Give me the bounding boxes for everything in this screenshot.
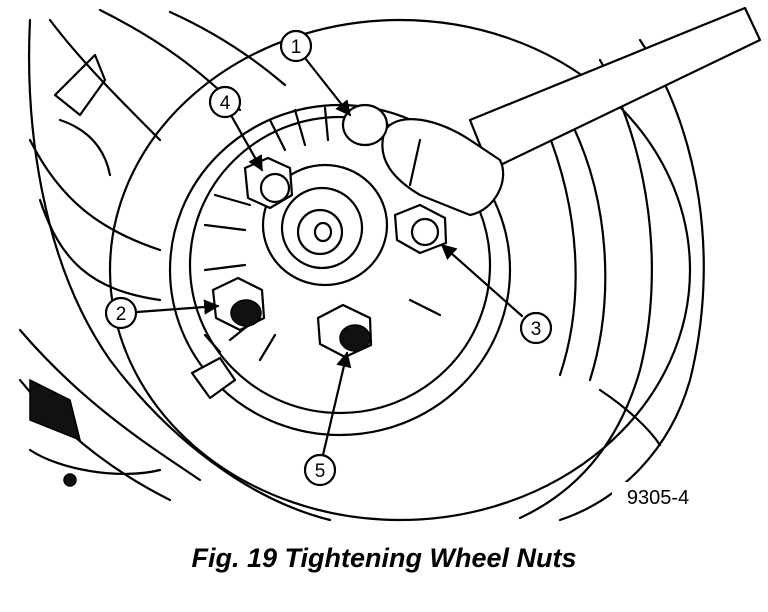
figure-code: 9305-4 <box>627 487 689 509</box>
wheel-icon <box>108 18 692 522</box>
lug-nut-2 <box>211 276 266 332</box>
callout-2: 2 <box>104 296 138 330</box>
fender-detail <box>28 53 162 487</box>
callout-4-label: 4 <box>220 93 231 114</box>
callout-1: 1 <box>279 29 313 63</box>
lug-nut-icon <box>211 156 448 359</box>
callout-1-label: 1 <box>291 37 302 58</box>
torque-wrench-icon <box>341 6 762 217</box>
callout-5-label: 5 <box>315 461 326 482</box>
callout-5: 5 <box>303 453 337 487</box>
callout-2-label: 2 <box>116 304 127 325</box>
callout-4: 4 <box>208 85 242 119</box>
figure-caption: Fig. 19 Tightening Wheel Nuts <box>191 543 577 573</box>
callout-3: 3 <box>519 311 553 345</box>
lug-nut-4 <box>243 156 294 210</box>
callout-leaders <box>135 56 524 457</box>
lug-nut-5 <box>316 303 373 359</box>
lug-nut-3 <box>393 203 448 255</box>
tire-outline <box>18 8 705 522</box>
callout-3-label: 3 <box>531 319 542 340</box>
